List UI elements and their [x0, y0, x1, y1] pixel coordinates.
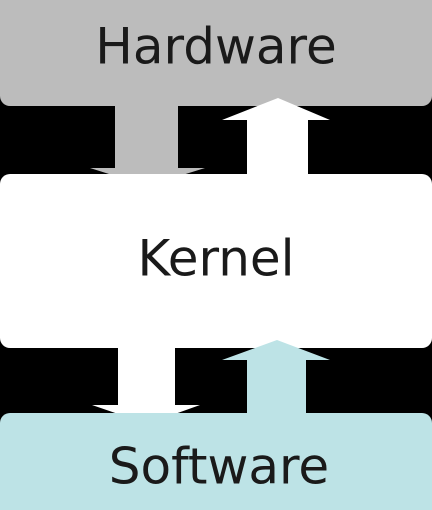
arrow-kernel-to-hardware [222, 98, 330, 180]
software-box [0, 413, 432, 510]
arrow-kernel-to-software [92, 340, 200, 424]
software-label: Software [109, 438, 329, 496]
hardware-label: Hardware [95, 18, 336, 76]
kernel-label: Kernel [137, 230, 294, 288]
arrow-hardware-to-kernel [90, 100, 205, 186]
arrow-software-to-kernel [222, 340, 330, 420]
kernel-box [0, 174, 432, 348]
hardware-box [0, 0, 432, 106]
